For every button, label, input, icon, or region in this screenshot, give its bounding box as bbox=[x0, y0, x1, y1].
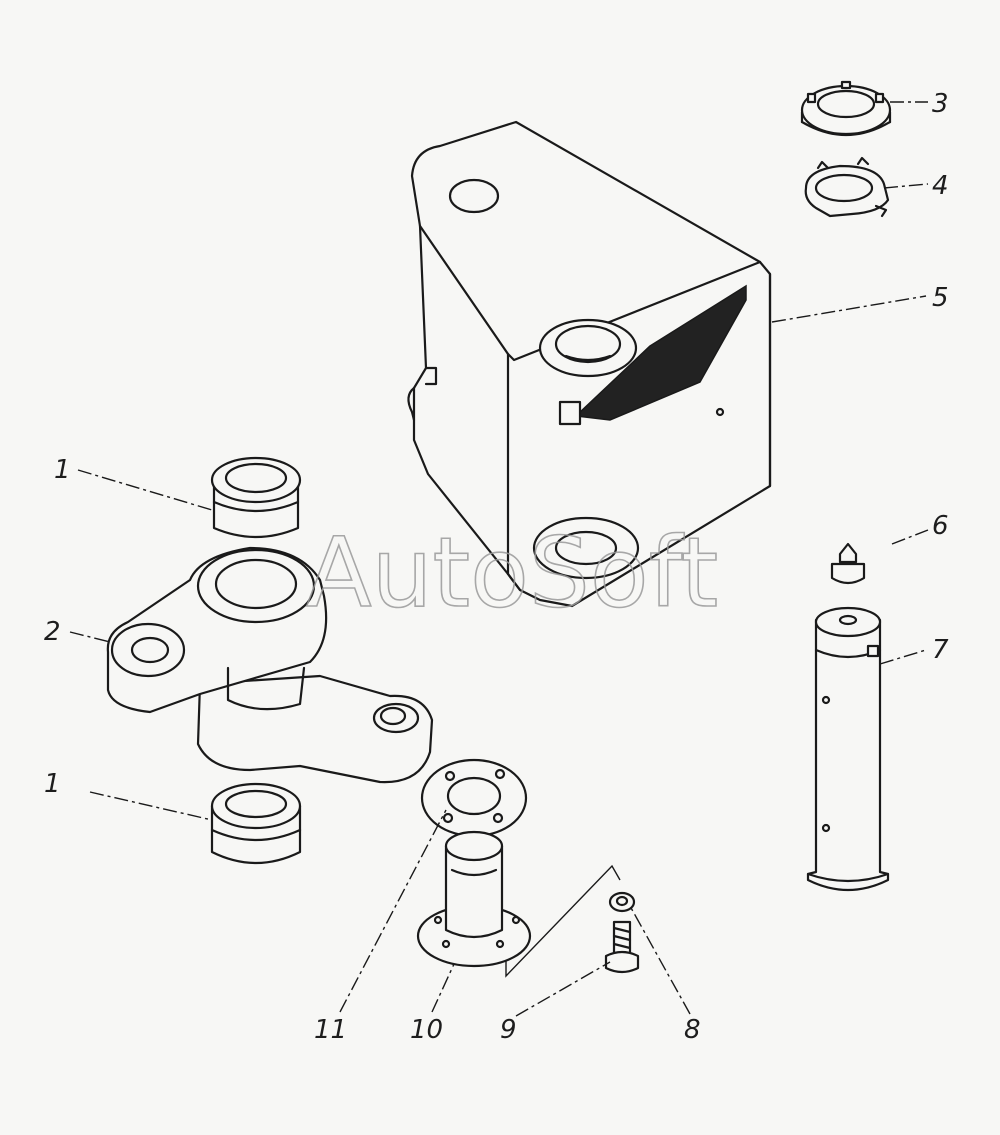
callout-6: 6 bbox=[932, 511, 949, 541]
callout-5: 5 bbox=[932, 283, 949, 313]
part-1-upper-bushing bbox=[210, 456, 302, 539]
part-11-gasket bbox=[420, 758, 528, 838]
assembly-line bbox=[505, 864, 621, 978]
callout-3: 3 bbox=[932, 89, 949, 119]
callout-10: 10 bbox=[410, 1015, 443, 1045]
callout-9: 9 bbox=[500, 1015, 517, 1045]
callout-8: 8 bbox=[684, 1015, 701, 1045]
leader-lines bbox=[69, 101, 929, 1017]
callout-7: 7 bbox=[932, 635, 949, 665]
part-8-washer bbox=[608, 891, 636, 913]
callout-11: 11 bbox=[314, 1015, 347, 1045]
part-6-grease-fitting bbox=[830, 542, 866, 585]
part-5-bracket bbox=[407, 120, 772, 608]
part-9-bolt bbox=[604, 920, 640, 974]
watermark-text: AutoSoft bbox=[306, 517, 718, 629]
part-3-slotted-nut bbox=[800, 80, 892, 137]
callout-4: 4 bbox=[932, 171, 949, 201]
callout-1-lower: 1 bbox=[44, 769, 61, 799]
part-2-double-lever bbox=[106, 546, 434, 784]
callout-2: 2 bbox=[44, 617, 61, 647]
part-10-flanged-pin bbox=[416, 830, 532, 968]
part-1-lower-bushing bbox=[210, 782, 302, 865]
part-7-king-pin bbox=[806, 606, 890, 892]
part-4-lock-washer bbox=[804, 156, 890, 218]
callout-1-upper: 1 bbox=[54, 455, 71, 485]
